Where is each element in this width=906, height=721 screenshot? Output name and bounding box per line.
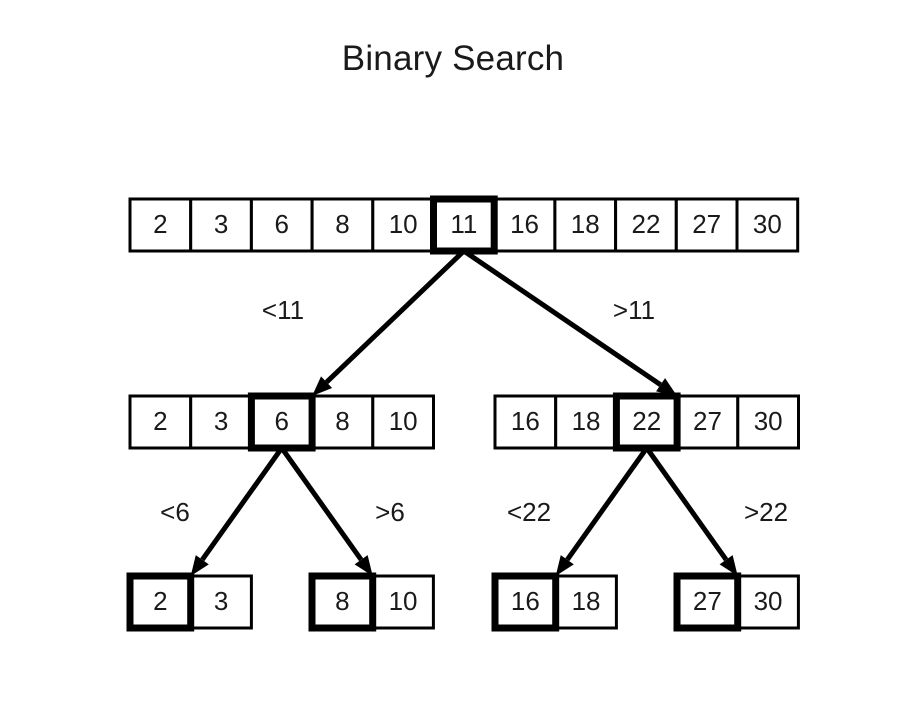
edge-arrowhead xyxy=(354,555,373,576)
edge-line xyxy=(200,446,284,562)
tree-edge: <6 xyxy=(160,446,284,576)
array-cell-pivot-value: 2 xyxy=(153,586,167,616)
array-cell-value: 27 xyxy=(692,209,721,239)
array-cell-value: 22 xyxy=(631,209,660,239)
array-node: 10 8 xyxy=(308,572,435,632)
array-cell-value: 16 xyxy=(511,406,540,436)
array-cell-pivot[interactable] xyxy=(126,572,195,632)
tree-edge: >11 xyxy=(462,248,678,396)
array-cell-pivot[interactable] xyxy=(308,572,377,632)
array-cell-value: 3 xyxy=(214,586,228,616)
edge-line xyxy=(324,249,466,384)
array-cell-pivot-value: 16 xyxy=(511,586,540,616)
array-cell-value: 10 xyxy=(389,406,418,436)
array-cell[interactable] xyxy=(310,394,375,450)
array-node: 2 3 6 8 10 16 18 22 27 30 11 xyxy=(128,195,800,255)
array-cell-pivot-value: 22 xyxy=(632,406,661,436)
tree-edge: >22 xyxy=(644,446,788,576)
array-cell[interactable] xyxy=(554,394,618,450)
array-cell-pivot-value: 11 xyxy=(450,209,477,239)
edge-arrowhead xyxy=(312,376,333,396)
array-cell-value: 8 xyxy=(335,209,349,239)
array-cell-value: 2 xyxy=(153,209,167,239)
array-cell-value: 18 xyxy=(571,209,600,239)
array-cell[interactable] xyxy=(736,394,800,450)
array-cell-pivot-value: 6 xyxy=(275,406,289,436)
array-cell[interactable] xyxy=(128,197,193,253)
array-cell-pivot[interactable] xyxy=(673,572,742,632)
array-cell-value: 10 xyxy=(389,209,418,239)
array-cell[interactable] xyxy=(189,394,253,450)
edge-line xyxy=(462,248,662,387)
edge-arrowhead xyxy=(656,378,678,396)
edge-arrowhead xyxy=(719,555,738,576)
tree-edge: <22 xyxy=(507,446,649,576)
array-cell-pivot-value: 8 xyxy=(335,586,349,616)
array-cell-pivot[interactable] xyxy=(612,392,681,452)
tree-edge: >6 xyxy=(279,446,405,576)
array-cell-value: 30 xyxy=(754,586,783,616)
array-node: 32 xyxy=(126,572,253,632)
edge-arrowhead xyxy=(190,555,209,576)
array-cell-value: 2 xyxy=(153,406,167,436)
edge-arrowhead xyxy=(555,555,574,576)
array-cell-value: 30 xyxy=(753,209,782,239)
array-cell-pivot-value: 27 xyxy=(693,586,722,616)
array-node: 30 27 xyxy=(673,572,800,632)
array-node: 2 3 8 10 6 xyxy=(128,392,435,452)
edge-label: >22 xyxy=(744,497,788,527)
array-cell-pivot[interactable] xyxy=(491,572,560,632)
array-cell-value: 27 xyxy=(693,406,722,436)
edge-label: <6 xyxy=(160,497,190,527)
array-node: 16 18 27 30 22 xyxy=(493,392,800,452)
edge-line xyxy=(565,446,649,562)
edge-line xyxy=(279,446,364,562)
array-cell-value: 6 xyxy=(275,209,289,239)
array-cell[interactable] xyxy=(493,394,558,450)
array-cell-pivot[interactable] xyxy=(247,392,316,452)
array-cell-value: 16 xyxy=(510,209,539,239)
array-cell[interactable] xyxy=(189,574,253,630)
array-cell-value: 10 xyxy=(389,586,418,616)
edge-label: <22 xyxy=(507,497,551,527)
array-cell-value: 18 xyxy=(572,406,601,436)
array-cell-value: 30 xyxy=(754,406,783,436)
array-cell-value: 8 xyxy=(335,406,349,436)
array-cell[interactable] xyxy=(371,394,435,450)
array-cell-value: 18 xyxy=(572,586,601,616)
edge-line xyxy=(644,446,729,562)
array-cell[interactable] xyxy=(128,394,193,450)
array-cell[interactable] xyxy=(735,197,800,253)
array-cell-value: 3 xyxy=(214,406,228,436)
edge-label: <11 xyxy=(262,295,304,325)
edge-label: >11 xyxy=(613,295,655,325)
array-cell-value: 3 xyxy=(214,209,228,239)
edge-label: >6 xyxy=(375,497,405,527)
tree-edge: <11 xyxy=(262,249,466,396)
array-cell-pivot[interactable] xyxy=(430,195,498,255)
array-cell[interactable] xyxy=(674,197,739,253)
page-title: Binary Search xyxy=(341,39,565,78)
